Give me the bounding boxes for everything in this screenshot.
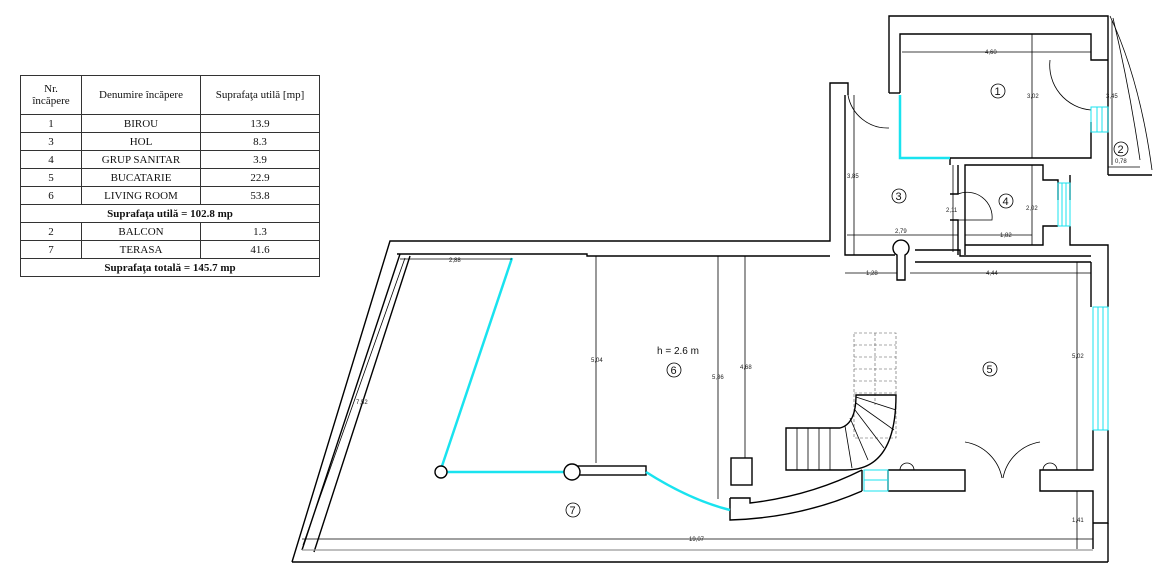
dim-3-02: 3,02 bbox=[1027, 94, 1039, 100]
cell-area: 41.6 bbox=[200, 240, 320, 259]
dim-2-88: 2,88 bbox=[449, 258, 461, 264]
dimension-labels: 4,60 3,02 3,45 0,78 3,85 2,11 2,02 2,79 … bbox=[356, 50, 1127, 543]
dim-19-07: 19,07 bbox=[689, 537, 705, 543]
dim-2-11: 2,11 bbox=[946, 208, 958, 214]
dim-5-04: 5,04 bbox=[591, 358, 603, 364]
room-number-6: 6 bbox=[671, 365, 677, 377]
dim-5-02: 5,02 bbox=[1072, 354, 1084, 360]
room-labels: 1 2 3 4 5 6 7 h = 2.6 m bbox=[565, 83, 1129, 518]
total-row: Suprafaţa totală = 145.7 mp bbox=[20, 258, 320, 277]
room-number-1: 1 bbox=[995, 86, 1001, 98]
cell-name: BIROU bbox=[81, 114, 201, 133]
dimension-lines bbox=[302, 20, 1113, 549]
dim-1-28: 1,28 bbox=[866, 271, 878, 277]
dim-1-41: 1,41 bbox=[1072, 518, 1084, 524]
header-room-area: Suprafaţa utilă [mp] bbox=[200, 75, 320, 115]
dim-4-44: 4,44 bbox=[986, 271, 998, 277]
dim-2-79: 2,79 bbox=[895, 229, 907, 235]
dim-1-82: 1,82 bbox=[1000, 233, 1012, 239]
room-number-4: 4 bbox=[1003, 196, 1009, 208]
room-number-2: 2 bbox=[1118, 144, 1124, 156]
header-room-number: Nr. încăpere bbox=[20, 75, 82, 115]
table-header-row: Nr. încăpere Denumire încăpere Suprafaţa… bbox=[20, 75, 320, 115]
column bbox=[730, 457, 753, 486]
total-text: Suprafaţa totală = 145.7 mp bbox=[20, 258, 320, 277]
dim-5-86: 5,86 bbox=[712, 375, 724, 381]
glazing bbox=[434, 95, 1109, 512]
walls bbox=[291, 15, 1152, 563]
staircase bbox=[785, 332, 897, 471]
dim-7-52: 7,52 bbox=[356, 400, 368, 406]
room-area-table: Nr. încăpere Denumire încăpere Suprafaţa… bbox=[20, 75, 320, 277]
balcony bbox=[1108, 15, 1153, 171]
dim-0-78: 0,78 bbox=[1115, 159, 1127, 165]
dim-4-60: 4,60 bbox=[985, 50, 997, 56]
room-number-3: 3 bbox=[896, 191, 902, 203]
dim-3-45: 3,45 bbox=[1106, 94, 1118, 100]
dim-2-02: 2,02 bbox=[1026, 206, 1038, 212]
dim-4-68: 4,68 bbox=[740, 365, 752, 371]
room-number-7: 7 bbox=[570, 505, 576, 517]
room-number-5: 5 bbox=[987, 364, 993, 376]
header-room-name: Denumire încăpere bbox=[81, 75, 201, 115]
ceiling-height-label: h = 2.6 m bbox=[657, 346, 699, 357]
dim-3-85: 3,85 bbox=[847, 174, 859, 180]
doors bbox=[847, 59, 1092, 479]
